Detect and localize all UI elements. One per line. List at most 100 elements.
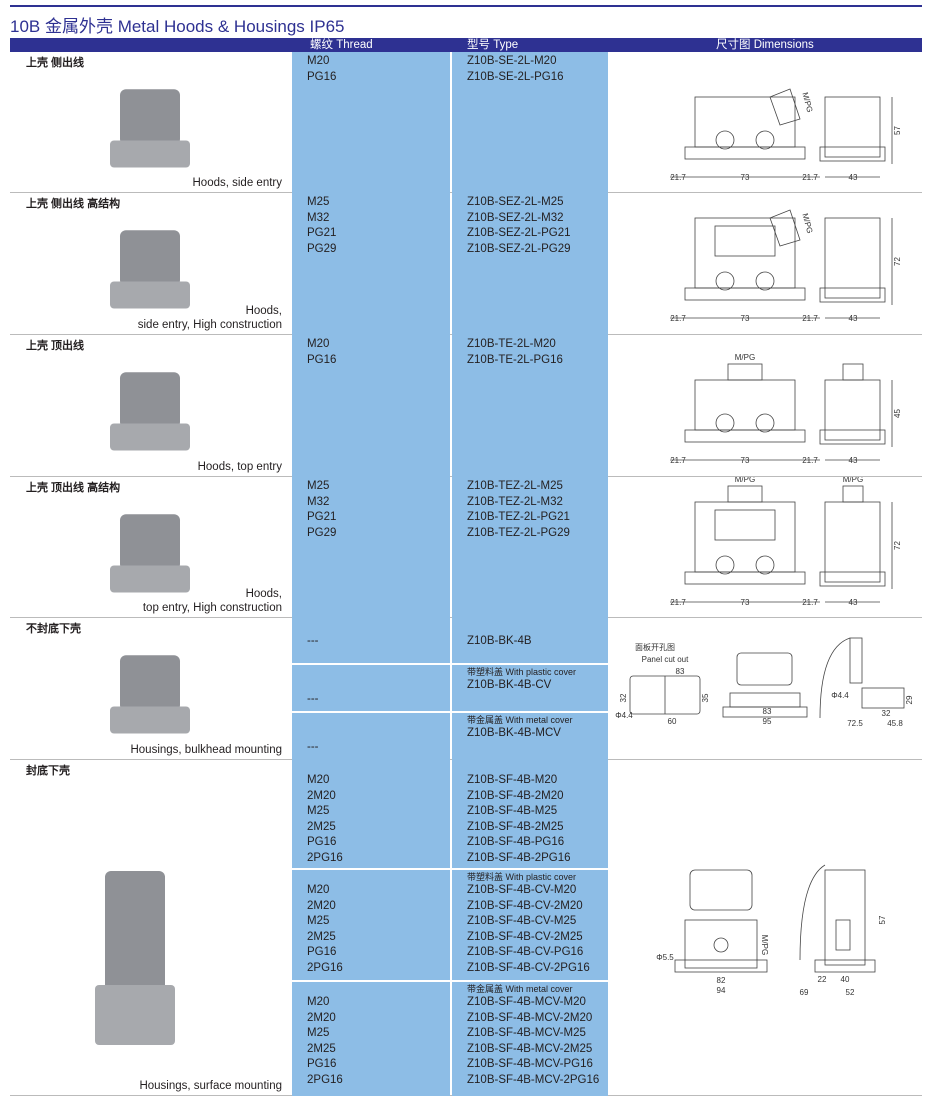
dimension-label: M/PG — [735, 477, 755, 484]
thread-value: 2M20 — [307, 1011, 336, 1024]
dimension-label: 83 — [676, 667, 685, 676]
thread-value: --- — [307, 741, 319, 753]
type-code: Z10B-SE-2L-PG16 — [467, 70, 564, 83]
dimension-label: 21.7 — [670, 456, 686, 465]
type-code: Z10B-SF-4B-MCV-2M20 — [467, 1011, 593, 1024]
product-photo — [105, 223, 205, 313]
caption-line: Housings, bulkhead mounting — [130, 744, 282, 756]
type-code: Z10B-SF-4B-MCV-M25 — [467, 1027, 586, 1039]
thread-value: M25 — [307, 915, 330, 927]
dimension-label: M/PG — [800, 212, 814, 234]
header-type: 型号 Type — [467, 39, 519, 51]
product-photo — [105, 82, 205, 172]
row-caption: Housings, surface mounting — [139, 1079, 282, 1093]
type-code: Z10B-SEZ-2L-PG29 — [467, 242, 571, 255]
dimension-label: 73 — [741, 173, 750, 182]
dimension-label: 69 — [800, 988, 809, 997]
dimension-label: Φ4.4 — [615, 711, 633, 720]
type-code: Z10B-SE-2L-M20 — [467, 55, 557, 67]
type-code: Z10B-SF-4B-2PG16 — [467, 851, 571, 864]
dimension-label: M/PG — [843, 477, 863, 484]
cover-note: 带金属盖 With metal cover — [467, 984, 573, 994]
dimension-label: 45 — [893, 409, 902, 418]
cover-note: 带塑料盖 With plastic cover — [467, 667, 577, 677]
thread-value: PG16 — [307, 70, 337, 83]
dimension-label: 95 — [763, 717, 772, 726]
type-code: Z10B-SF-4B-M20 — [467, 774, 558, 786]
thread-value: 2PG16 — [307, 851, 343, 864]
type-code: Z10B-SEZ-2L-M25 — [467, 196, 564, 208]
type-cell: Z10B-BK-4B — [452, 618, 608, 665]
caption-line: Hoods, side entry — [192, 177, 283, 189]
thread-value: 2M20 — [307, 789, 336, 802]
cover-note: 带塑料盖 With plastic cover — [467, 872, 577, 882]
dimension-label: 94 — [717, 986, 726, 995]
dimension-label: 82 — [717, 976, 726, 985]
thread-value: M20 — [307, 338, 330, 350]
thread-cell: --- — [292, 713, 450, 760]
row-label: 上壳 顶出线 — [26, 340, 85, 352]
dimension-label: 52 — [846, 988, 855, 997]
dimension-label: 45.8 — [887, 719, 903, 728]
type-code: Z10B-SF-4B-MCV-2M25 — [467, 1042, 593, 1055]
type-code: Z10B-SF-4B-M25 — [467, 805, 558, 817]
type-code: Z10B-SF-4B-CV-PG16 — [467, 946, 584, 958]
dimension-label: 83 — [763, 707, 772, 716]
dimension-label: 60 — [668, 717, 677, 726]
type-code: Z10B-BK-4B-CV — [467, 679, 552, 691]
row-caption: Housings, bulkhead mounting — [130, 743, 282, 757]
type-code: Z10B-BK-4B — [467, 635, 532, 647]
product-photo — [90, 855, 190, 1055]
thread-value: M20 — [307, 996, 330, 1008]
dimension-label: M/PG — [760, 935, 769, 955]
type-code: Z10B-SF-4B-CV-M20 — [467, 884, 577, 896]
thread-value: 2M25 — [307, 820, 336, 833]
type-code: Z10B-SF-4B-CV-2M20 — [467, 899, 583, 912]
thread-value: M20 — [307, 774, 330, 786]
type-code: Z10B-SF-4B-CV-M25 — [467, 915, 577, 927]
row-caption: Hoods,side entry, High construction — [138, 304, 282, 332]
row-label: 上壳 侧出线 — [26, 57, 85, 69]
dimension-label: 57 — [893, 126, 902, 135]
caption-line: Hoods, — [245, 305, 282, 317]
thread-value: M20 — [307, 884, 330, 896]
thread-value: PG21 — [307, 511, 337, 523]
type-code: Z10B-TE-2L-M20 — [467, 338, 556, 350]
thread-value: M25 — [307, 196, 330, 208]
type-code: Z10B-SF-4B-CV-2PG16 — [467, 961, 590, 974]
row-caption: Hoods, side entry — [193, 176, 283, 190]
thread-value: PG16 — [307, 353, 337, 366]
row-label: 上壳 侧出线 高结构 — [26, 198, 121, 210]
dimension-label: 72 — [893, 541, 902, 550]
type-code: Z10B-SEZ-2L-PG21 — [467, 227, 571, 239]
dimension-label: 73 — [741, 598, 750, 607]
type-code: Z10B-TEZ-2L-PG21 — [467, 511, 570, 523]
caption-line: top entry, High construction — [142, 602, 282, 614]
dimension-label: 73 — [741, 314, 750, 323]
dimension-label: Φ5.5 — [656, 953, 674, 962]
dimension-label: M/PG — [735, 353, 755, 362]
dimension-label: 73 — [741, 456, 750, 465]
caption-line: Hoods, — [245, 588, 282, 600]
row-caption: Hoods, top entry — [198, 460, 282, 474]
dimension-label: 21.7 — [802, 598, 818, 607]
thread-value: PG29 — [307, 242, 337, 255]
